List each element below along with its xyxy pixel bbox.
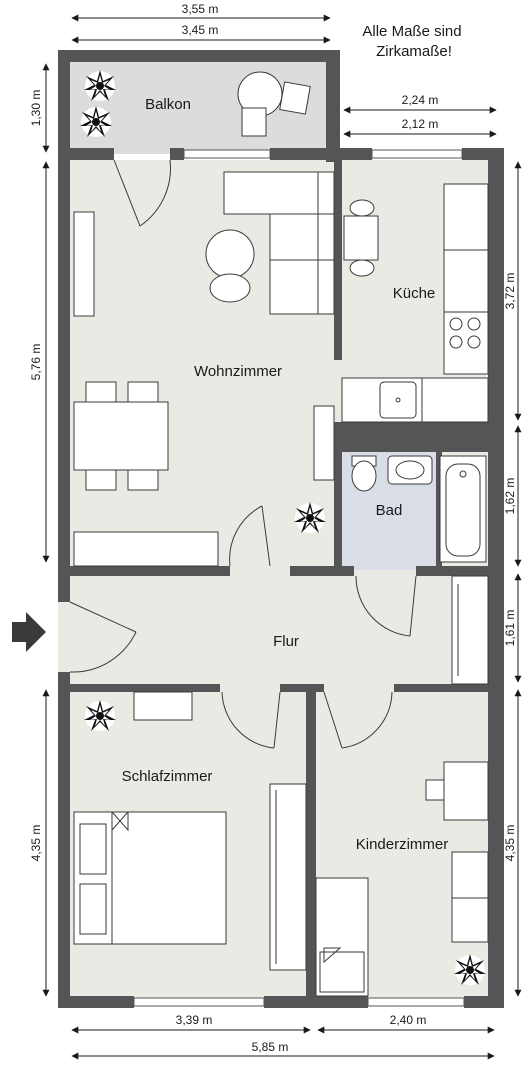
room-label-flur: Flur — [273, 633, 299, 650]
room-label-schlafzimmer: Schlafzimmer — [122, 768, 213, 785]
stool — [209, 273, 251, 303]
coffee-table — [205, 229, 255, 279]
dim-kinderzimmer-height: 4,35 m — [503, 825, 517, 862]
kitchen-chair — [349, 259, 375, 277]
sideboard — [73, 531, 219, 567]
tv-stand — [313, 405, 335, 481]
shelf — [73, 211, 95, 317]
room-labels: Balkon Küche Wohnzimmer Bad Flur Schlafz… — [122, 96, 449, 853]
sofa — [223, 171, 335, 315]
door-entrance — [69, 601, 137, 673]
dimension-lines — [42, 14, 522, 1060]
door-wohnzimmer — [229, 505, 271, 567]
door-balkon — [113, 159, 171, 227]
dimension-labels: 3,55 m 3,45 m 2,24 m 2,12 m 1,30 m 5,76 … — [29, 2, 517, 1054]
dim-kueche-outer: 2,24 m — [402, 93, 439, 107]
dim-bottom-left: 3,39 m — [176, 1013, 213, 1027]
balcony-chair — [279, 81, 311, 115]
arrow-right-icon — [12, 612, 46, 652]
dim-top-inner: 3,45 m — [182, 23, 219, 37]
dim-balkon-height: 1,30 m — [29, 90, 43, 127]
wardrobe-flur — [451, 575, 489, 685]
note-line-1: Alle Maße sind — [362, 23, 461, 40]
windows — [133, 149, 465, 1007]
dim-bottom-right: 2,40 m — [390, 1013, 427, 1027]
desk — [425, 761, 489, 821]
room-label-bad: Bad — [376, 502, 403, 519]
furniture — [73, 70, 489, 997]
door-bad — [355, 575, 417, 637]
dim-bad-height: 1,62 m — [503, 478, 517, 515]
dim-wohnzimmer-height: 5,76 m — [29, 344, 43, 381]
note-line-2: Zirkamaße! — [376, 43, 452, 60]
dim-kueche-height: 3,72 m — [503, 273, 517, 310]
walls — [58, 50, 504, 1008]
dim-flur-height: 1,61 m — [503, 610, 517, 647]
kitchen-table — [343, 215, 379, 261]
door-schlafzimmer — [221, 691, 281, 749]
dim-bottom-total: 5,85 m — [252, 1040, 289, 1054]
kitchen — [341, 183, 489, 423]
room-label-kinderzimmer: Kinderzimmer — [356, 836, 449, 853]
balcony-chair — [241, 107, 267, 137]
wardrobe — [269, 783, 307, 971]
doors — [69, 159, 417, 749]
bed — [73, 811, 227, 945]
bathroom-fixtures — [351, 455, 487, 563]
room-label-kueche: Küche — [393, 285, 436, 302]
dining-set — [73, 381, 169, 491]
entry-floor — [58, 602, 74, 672]
dim-schlafzimmer-height: 4,35 m — [29, 825, 43, 862]
dresser — [133, 691, 193, 721]
shelf-kinder — [451, 851, 489, 943]
room-label-wohnzimmer: Wohnzimmer — [194, 363, 282, 380]
sink — [379, 381, 417, 419]
kitchen-chair — [349, 199, 375, 217]
dim-kueche-inner: 2,12 m — [402, 117, 439, 131]
stove — [449, 317, 481, 349]
kids-bed — [315, 877, 369, 997]
dim-top-outer: 3,55 m — [182, 2, 219, 16]
room-label-balkon: Balkon — [145, 96, 191, 113]
door-kinderzimmer — [323, 691, 393, 749]
